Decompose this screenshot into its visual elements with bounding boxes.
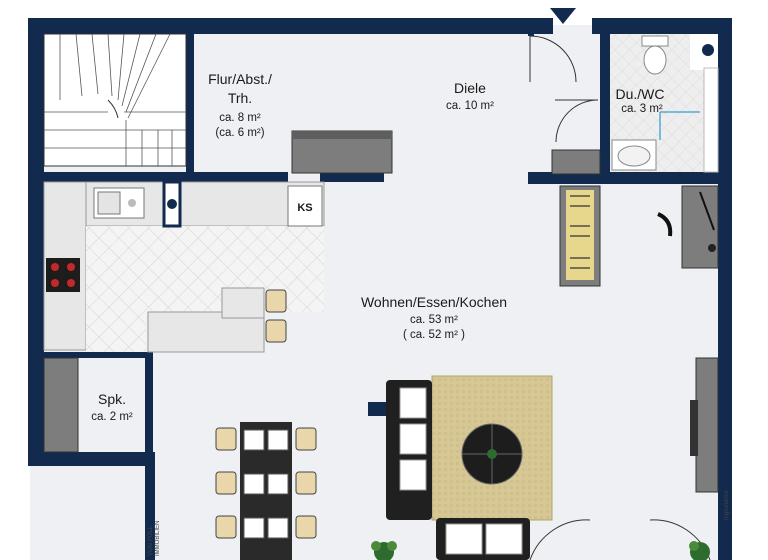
room-area-wohnen: ca. 53 m² [410,314,458,326]
watermark-credit: mgrundriss [724,490,730,520]
spk-shelf [43,357,79,453]
room-name-flur-line1: Flur/Abst./ [208,71,272,87]
room-name-diele: Diele [454,80,486,96]
svg-text:mgrundriss: mgrundriss [724,490,730,520]
kitchen: KS [43,180,325,353]
fridge [287,185,323,227]
room-area-flur: ca. 8 m² [219,112,261,124]
plant-icon [371,541,710,560]
room-name-flur-line2: Trh. [228,90,252,106]
svg-text:VON POLL: VON POLL [148,525,154,556]
appliance-icon [167,199,177,209]
svg-text:IMMOBILIEN: IMMOBILIEN [155,521,161,556]
bathroom [610,34,719,173]
room-labels: Flur/Abst./ Trh. ca. 8 m² (ca. 6 m²) Die… [91,71,664,423]
room-area-alt-wohnen: ( ca. 52 m² ) [403,329,465,341]
room-area-diele: ca. 10 m² [446,100,494,112]
room-name-wohnen: Wohnen/Essen/Kochen [361,294,507,310]
sink-icon [93,187,145,219]
sideboard [695,357,719,493]
staircase-icon [43,33,187,167]
chair-icon [215,427,317,539]
cooktop-icon [46,258,80,292]
room-area-alt-flur: (ca. 6 m²) [215,127,264,139]
coffee-table [461,423,523,485]
sink-icon [611,139,657,171]
kitchen-island [147,311,265,353]
watermark-logo: VON POLL IMMOBILIEN [148,521,161,556]
desk [657,185,719,269]
bench [559,185,601,287]
toilet-icon [641,35,669,75]
chair-icon [265,289,287,343]
room-area-du-wc: ca. 3 m² [621,103,663,115]
fridge-label: KS [297,202,312,214]
shower-icon [659,111,700,140]
room-name-spk: Spk. [98,391,126,407]
entrance-arrow-icon [550,8,576,24]
walls [28,18,732,560]
diele-cabinet [551,149,601,175]
plant-icon [487,449,497,459]
room-area-spk: ca. 2 m² [91,411,133,423]
room-name-du-wc: Du./WC [616,86,665,102]
dining-table [215,422,317,560]
drain-icon [702,44,714,56]
sofa [386,380,530,560]
